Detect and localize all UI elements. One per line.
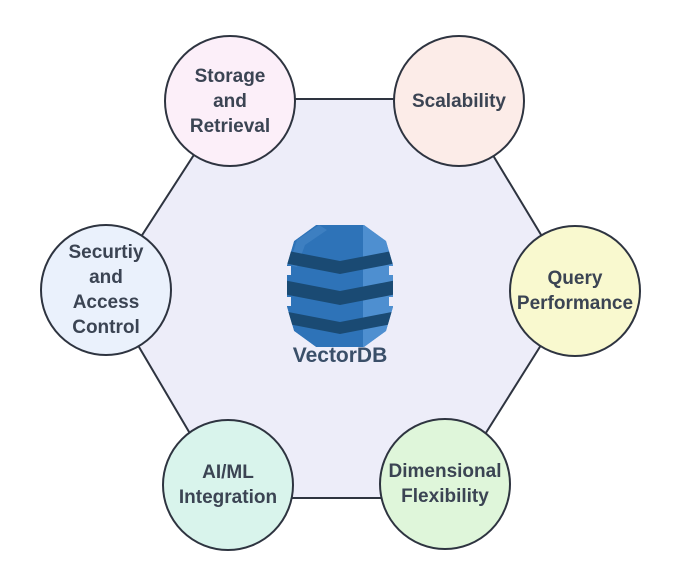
db-band-middle bbox=[287, 280, 393, 305]
db-band-bottom bbox=[287, 311, 393, 334]
db-notch bbox=[389, 326, 393, 335]
node-label-storage-and-retrieval: Storage and Retrieval bbox=[189, 65, 271, 137]
node-security-and-access-control: Securtiy and Access Control bbox=[40, 224, 172, 356]
node-label-query-performance: Query Performance bbox=[516, 268, 634, 314]
db-band-top bbox=[287, 250, 393, 274]
vectordb-label: VectorDB bbox=[292, 344, 388, 367]
node-query-performance: Query Performance bbox=[509, 225, 641, 357]
node-ai-ml-integration: AI/ML Integration bbox=[162, 419, 294, 551]
node-label-security-and-access-control: Securtiy and Access Control bbox=[68, 242, 144, 338]
node-label-ai-ml-integration: AI/ML Integration bbox=[178, 462, 278, 508]
database-barrel-icon bbox=[287, 225, 393, 347]
node-dimensional-flexibility: Dimensional Flexibility bbox=[379, 418, 511, 550]
node-scalability: Scalability bbox=[393, 35, 525, 167]
db-notch bbox=[389, 266, 393, 275]
db-notch bbox=[287, 326, 291, 335]
db-notch bbox=[389, 297, 393, 306]
node-storage-and-retrieval: Storage and Retrieval bbox=[164, 35, 296, 167]
db-notch bbox=[287, 297, 291, 306]
node-label-dimensional-flexibility: Dimensional Flexibility bbox=[388, 461, 502, 507]
node-label-scalability: Scalability bbox=[412, 90, 506, 112]
db-notch bbox=[287, 266, 291, 275]
